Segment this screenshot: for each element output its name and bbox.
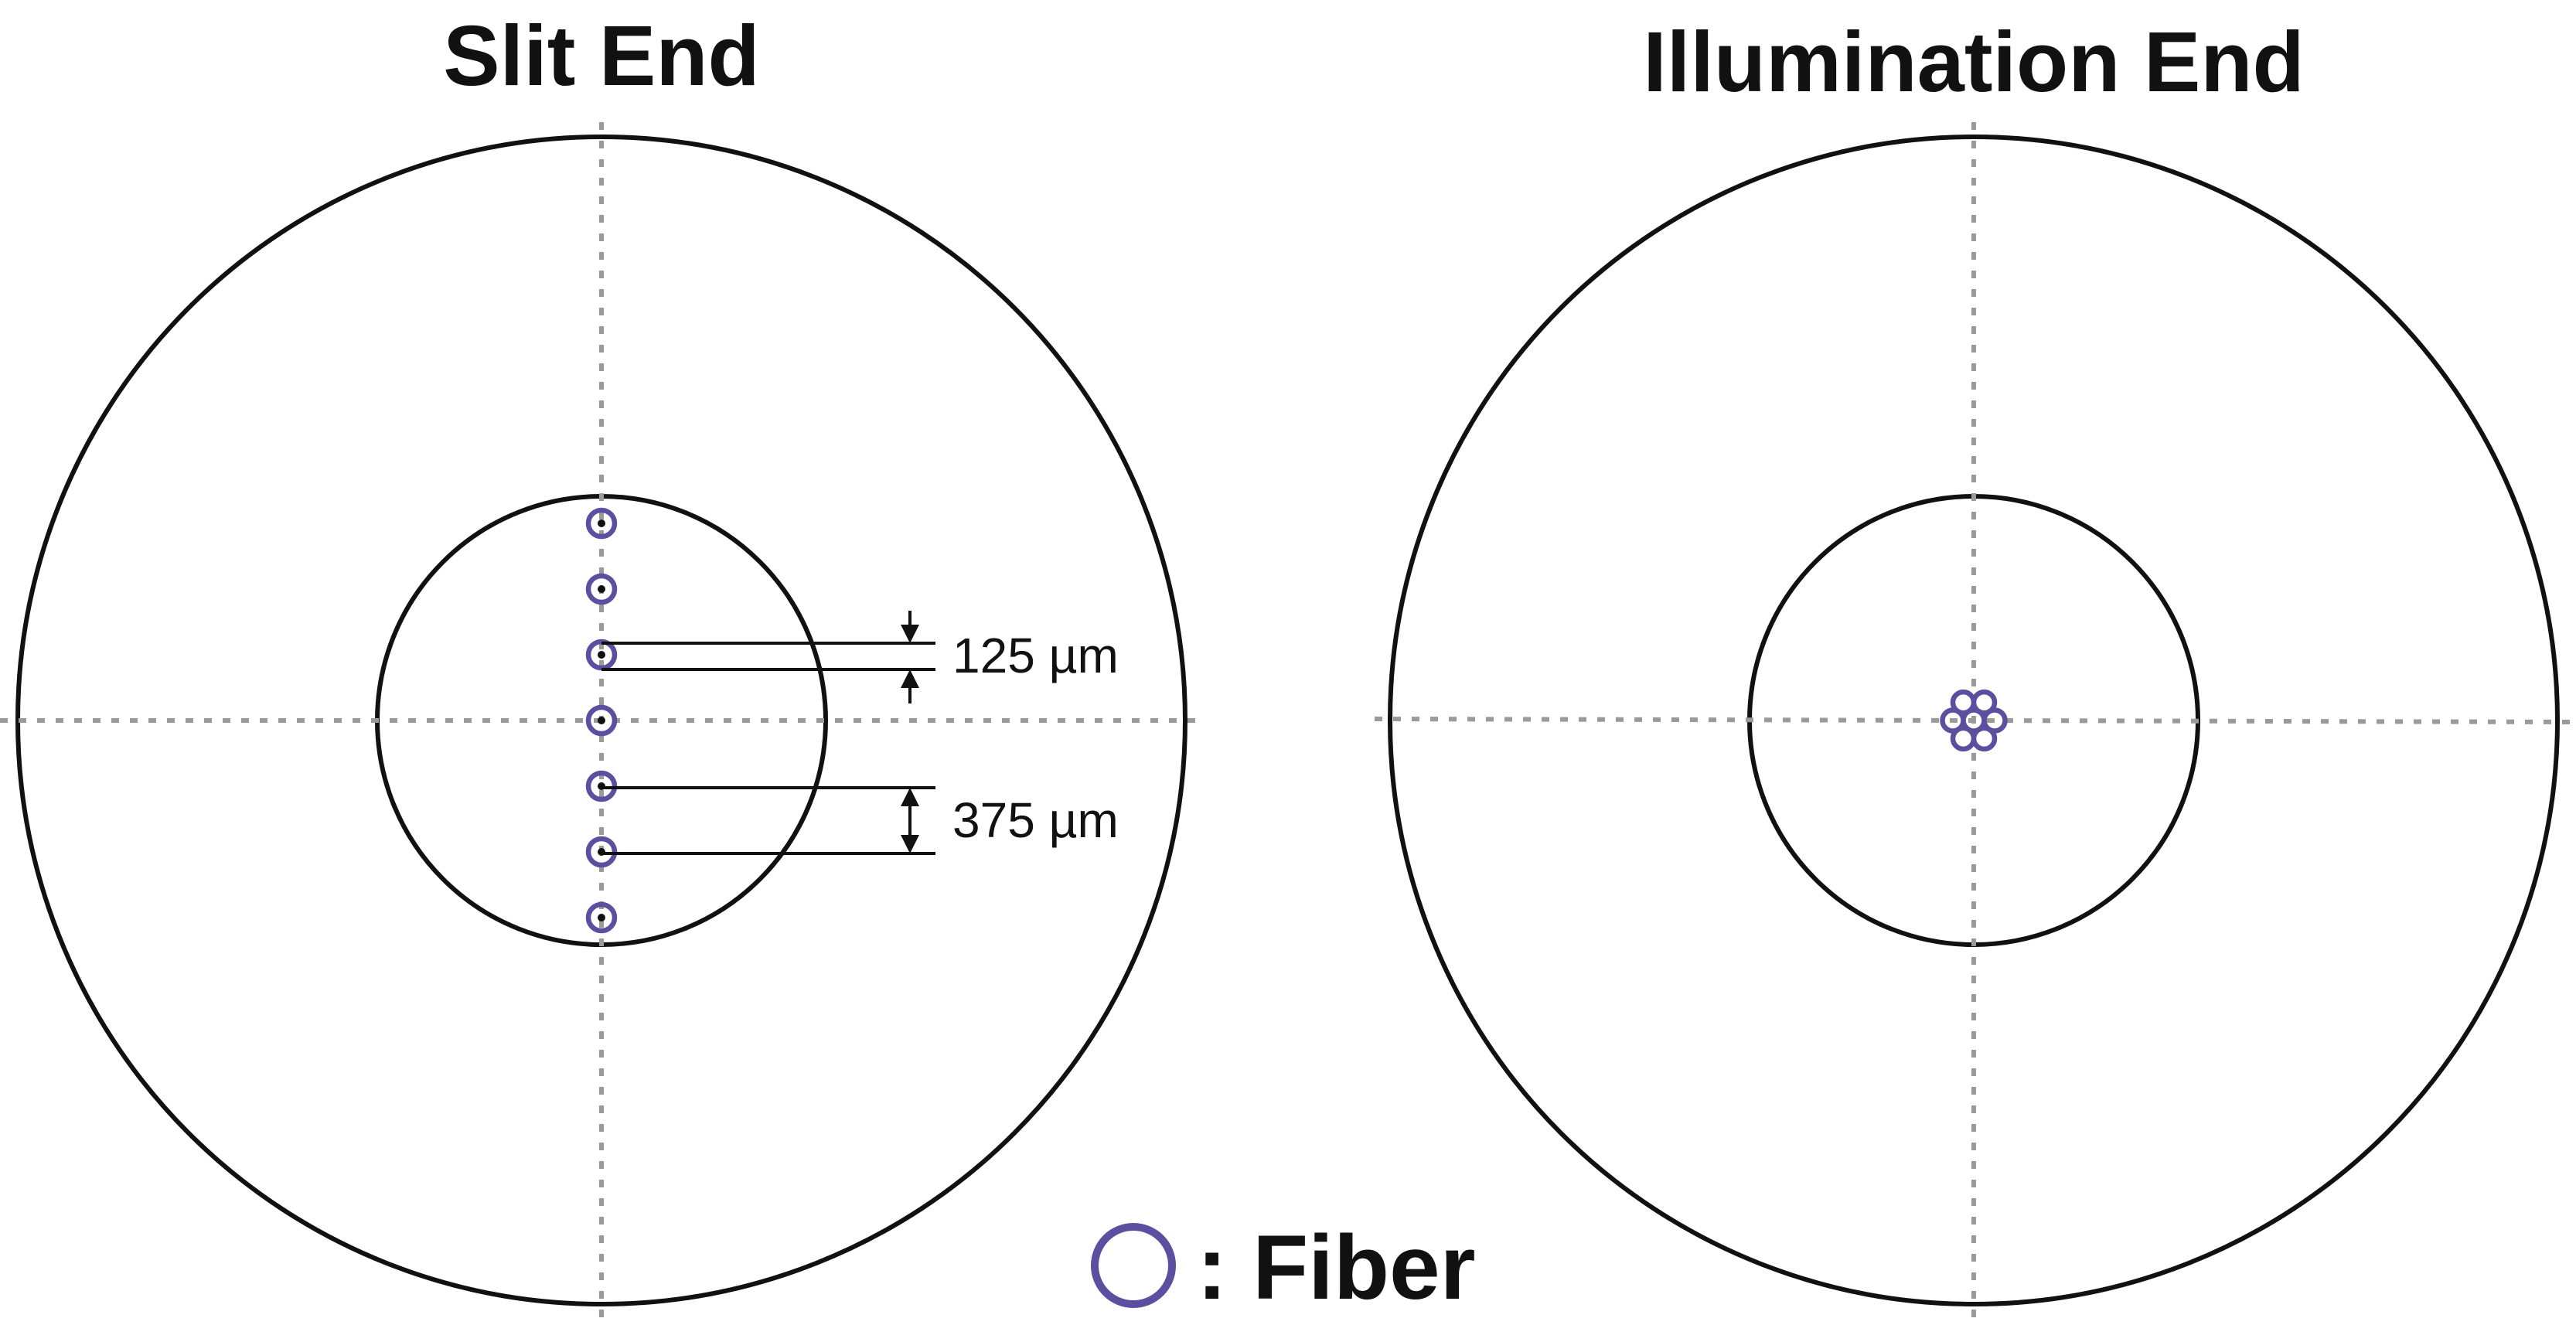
- slit-fiber-core: [598, 717, 605, 724]
- slit-fiber: [585, 573, 618, 605]
- diameter-label: 125 µm: [952, 628, 1119, 683]
- diameter-arrow-up: [901, 669, 919, 688]
- illumination-fiber: [1950, 689, 1977, 716]
- pitch-dimension: 375 µm: [601, 786, 1119, 855]
- pitch-arrow-down: [901, 835, 919, 853]
- slit-fiber: [585, 704, 618, 737]
- illumination-end-title: Illumination End: [1643, 15, 2305, 110]
- slit-outer-ring: [15, 135, 1187, 1306]
- illumination-fiber: [1971, 689, 1998, 716]
- illumination-horizontal-axis: [1374, 717, 2576, 724]
- slit-fiber-core: [598, 519, 605, 527]
- illumination-outer-ring: [1388, 135, 2560, 1306]
- slit-fiber-core: [598, 585, 605, 593]
- slit-fiber: [585, 507, 618, 540]
- diameter-dimension: 125 µm: [601, 611, 1119, 703]
- illumination-fiber-cluster: [1940, 689, 2008, 752]
- diameter-arrow-down: [901, 625, 919, 643]
- slit-fiber-core: [598, 651, 605, 659]
- slit-fiber-core: [598, 914, 605, 921]
- legend: : Fiber: [1091, 1217, 1476, 1319]
- fiber-ring-icon: [1091, 1223, 1176, 1308]
- pitch-label: 375 µm: [952, 792, 1119, 848]
- slit-fiber: [585, 901, 618, 934]
- slit-end-panel: Slit End 125 µm 375 µm: [0, 9, 1206, 1325]
- pitch-arrow-up: [901, 788, 919, 806]
- illumination-end-panel: Illumination End: [1374, 15, 2576, 1325]
- illumination-fiber: [1971, 725, 1998, 752]
- slit-fiber-column: [585, 507, 618, 934]
- slit-end-title: Slit End: [443, 9, 759, 104]
- legend-label: : Fiber: [1197, 1217, 1476, 1319]
